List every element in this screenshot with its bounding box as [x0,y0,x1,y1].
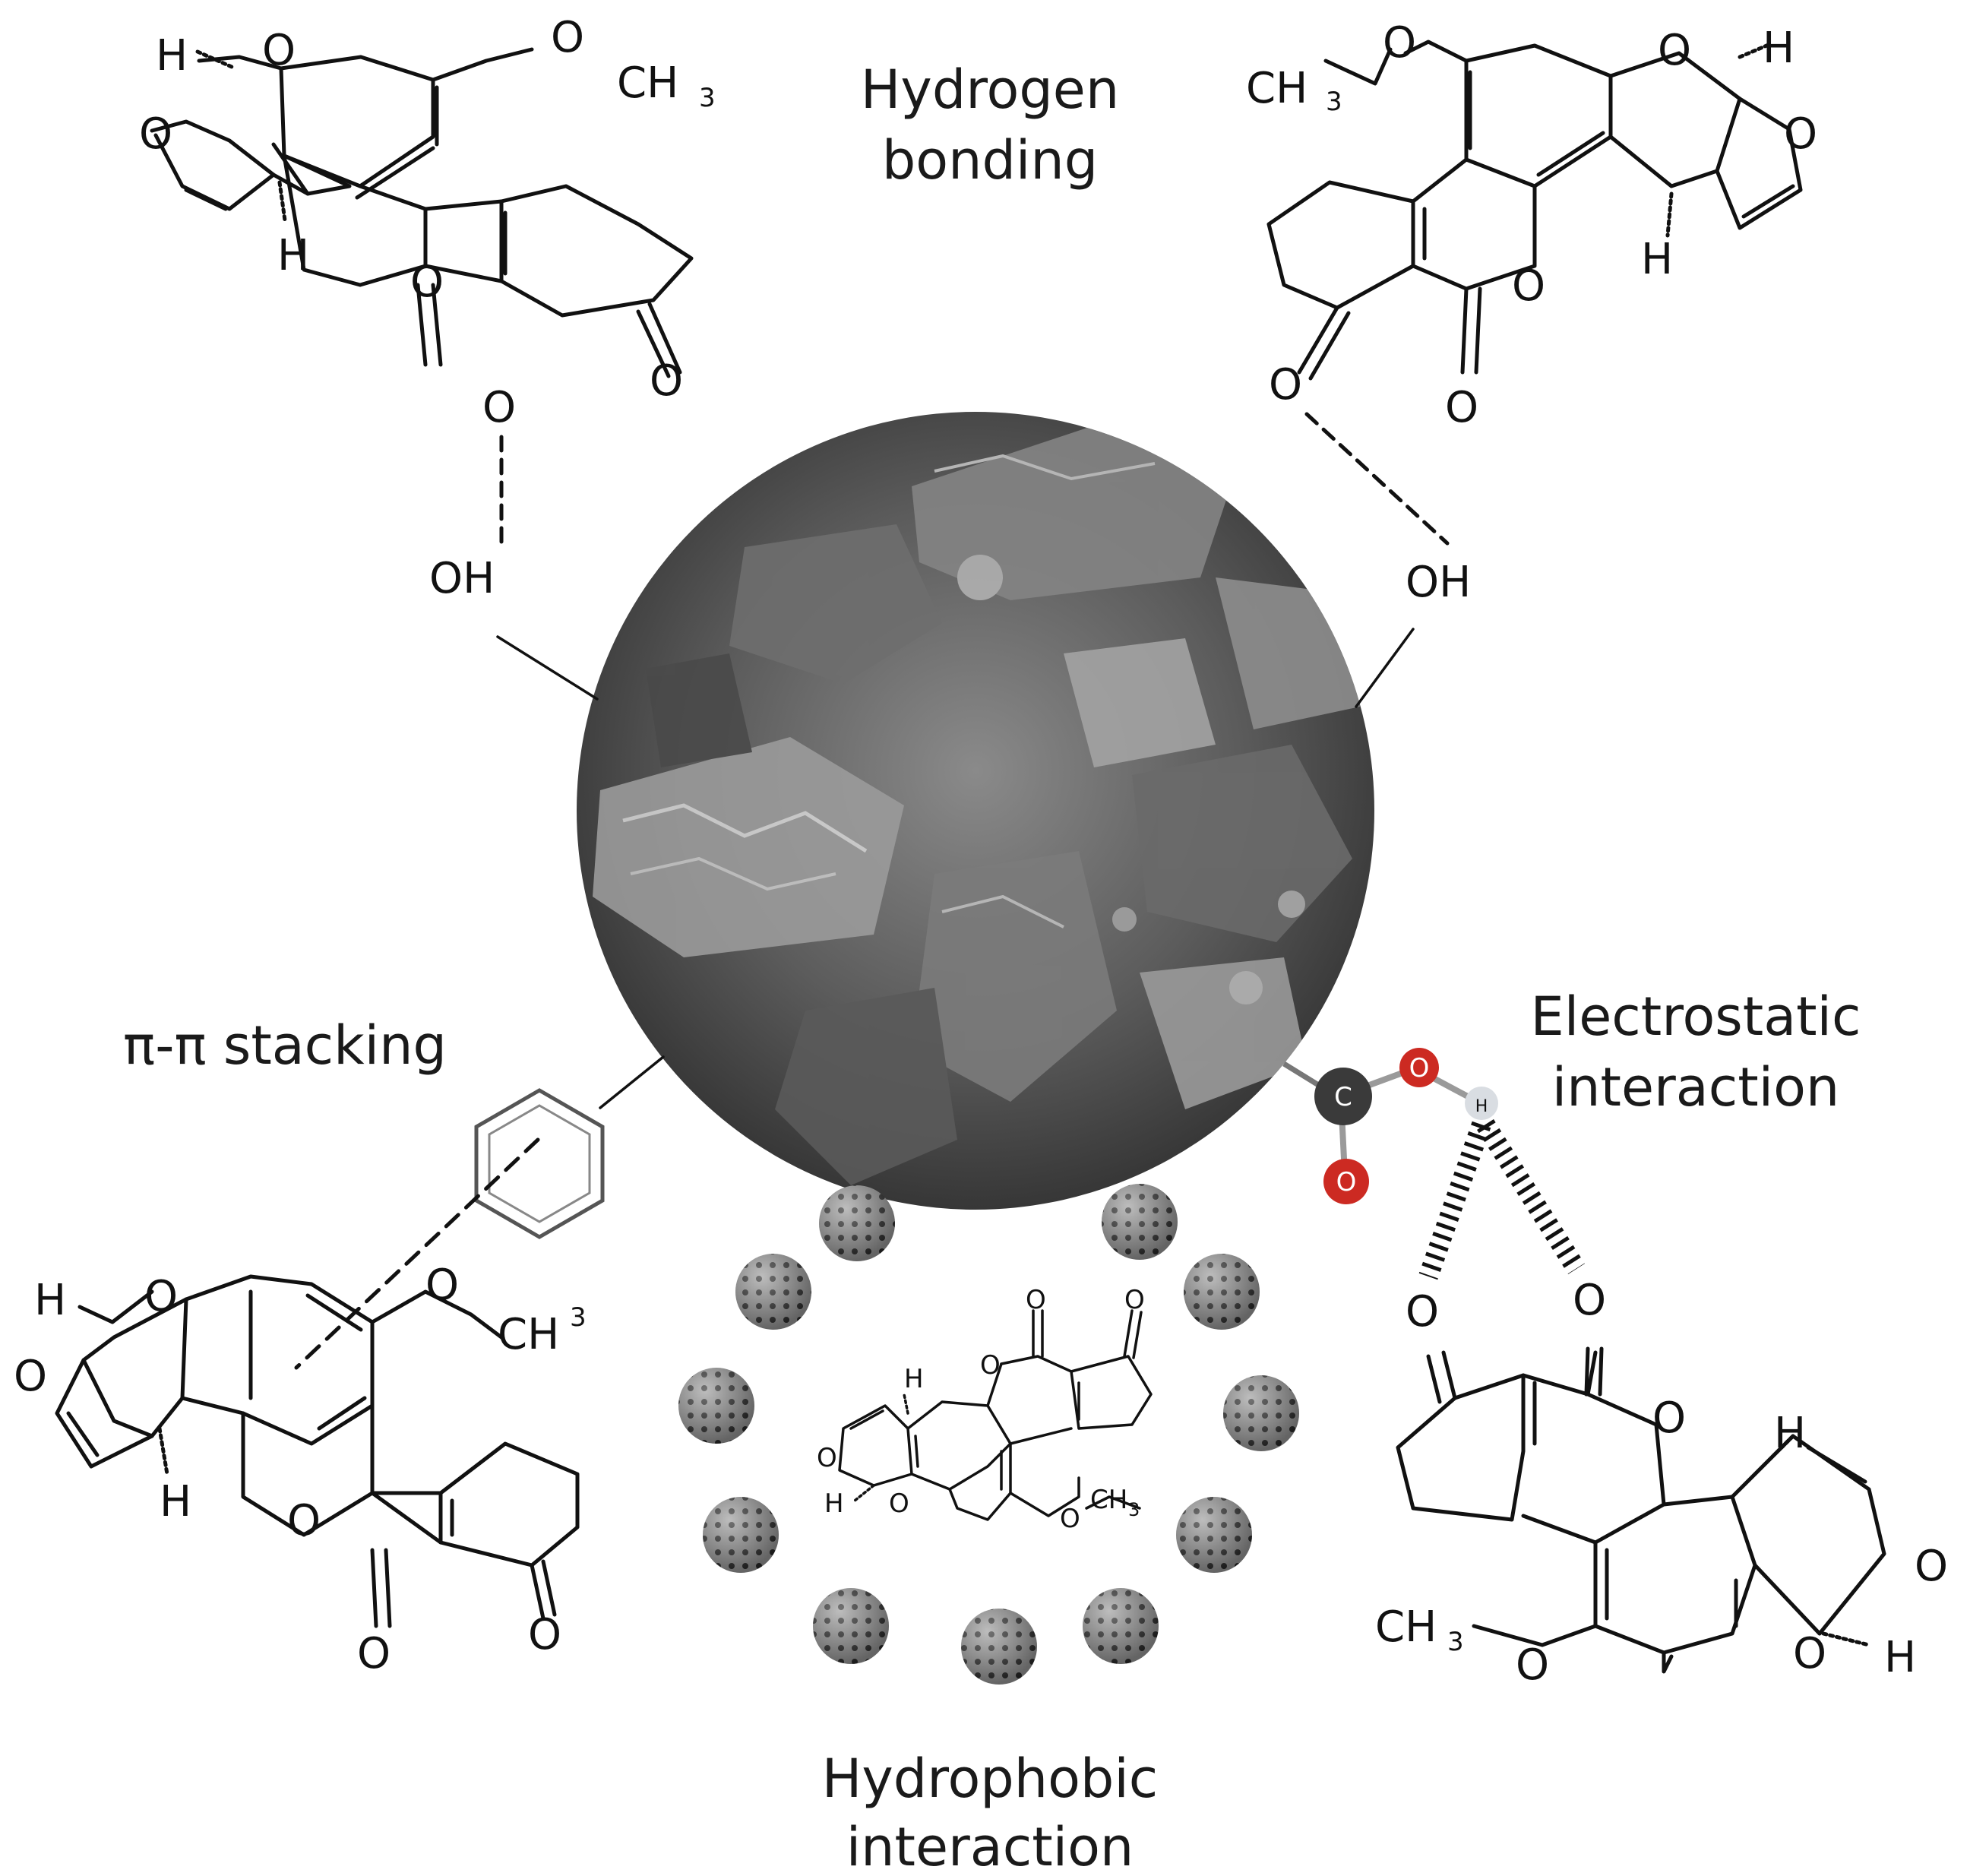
atom-h: H [1884,1633,1916,1682]
hydrogen-atom [1465,1087,1498,1120]
hydrogen-label: H [1475,1097,1488,1116]
atom-h: H [1641,235,1673,284]
atom-o: O [482,383,516,432]
aflatoxin-molecule-top-right: CH 3 O O H O H O O O [1246,18,1817,432]
atom-o: O [144,1272,178,1321]
benzene-ring [474,1088,605,1239]
aflatoxin-molecule-top-left: H O O H O CH 3 O O O [139,13,716,432]
atom-o: O [1026,1285,1046,1315]
hydrophobic-sphere [961,1609,1037,1685]
methyl-group: CH [1246,64,1308,113]
methyl-subscript: 3 [699,83,716,113]
methyl-subscript: 3 [1326,87,1342,117]
atom-h: H [34,1276,66,1325]
methyl-superscript: 3 [570,1302,587,1333]
atom-o: O [889,1488,909,1519]
atom-o: O [14,1352,47,1401]
hydrophobic-spheres [678,1184,1299,1685]
atom-o: O [650,356,683,406]
hydrogen-bonding-label-line2: bonding [882,129,1098,191]
oxygen-atom-double [1323,1159,1369,1204]
hydrophobic-sphere [678,1368,754,1444]
methyl-group: CH [498,1310,559,1359]
carboxyl-group-model: C O H O [1314,1048,1498,1204]
atom-h: H [1774,1409,1806,1458]
electrostatic-label-line1: Electrostatic [1531,985,1861,1048]
atom-o: O [551,13,584,62]
connector-upper-right [1355,628,1415,708]
atom-o: O [139,109,172,159]
hydroxyl-left: OH [429,554,495,603]
atom-o: O [287,1496,321,1545]
aflatoxin-molecule-bottom-left: H O O H O CH 3 O O O [14,1261,587,1678]
atom-o: O [980,1350,1001,1381]
oxygen-label: O [1336,1167,1357,1197]
hydrophobic-sphere [813,1588,889,1664]
atom-o: O [1124,1285,1145,1315]
carbon-atom [1314,1068,1372,1125]
atom-o: O [357,1629,391,1678]
atom-o: O [817,1443,837,1473]
aflatoxin-molecule-center: O O O H O H O O CH 3 [817,1285,1153,1534]
atom-o: O [528,1610,561,1659]
hydrophobic-label-line2: interaction [846,1816,1134,1876]
atom-o: O [1269,360,1302,410]
hydrogen-bonding-label-line1: Hydrogen [861,59,1119,121]
atom-h: H [824,1488,844,1519]
atom-o: O [1516,1640,1549,1690]
oxygen-label: O [1409,1053,1430,1084]
hydrophobic-sphere [1176,1497,1252,1573]
electrostatic-dashes [1418,1119,1585,1280]
hydrophobic-sphere [819,1185,895,1261]
hydrophobic-sphere [1184,1254,1260,1330]
methyl-group: CH [617,59,678,108]
connector-lower-left [599,1055,665,1109]
atom-o: O [1060,1504,1080,1534]
atom-o: O [1652,1394,1686,1443]
sem-micrograph [577,412,1374,1210]
hydrophobic-sphere [1223,1375,1299,1451]
oxygen-atom [1399,1048,1439,1087]
pi-stacking-label: π-π stacking [123,1014,447,1077]
pi-stacking-dashes [294,1137,540,1370]
connector-upper-left [496,635,599,701]
methyl-group: CH [1090,1485,1127,1515]
methyl-subscript: 3 [1447,1627,1464,1657]
atom-o: O [1383,18,1416,68]
methyl-subscript: 3 [1128,1499,1140,1520]
atom-o: O [1793,1629,1826,1678]
atom-o: O [262,26,296,75]
atom-o: O [1445,383,1478,432]
atom-o: O [1512,261,1545,311]
atom-o: O [410,258,444,307]
atom-h: H [156,31,188,81]
hydrophobic-sphere [1083,1588,1159,1664]
electrostatic-label-line2: interaction [1552,1056,1840,1118]
atom-o: O [1406,1287,1439,1337]
carbon-label: C [1334,1082,1352,1112]
atom-h: H [160,1477,191,1526]
methyl-group: CH [1375,1602,1437,1652]
atom-o: O [1658,26,1691,75]
atom-o: O [1573,1276,1606,1325]
atom-h: H [1763,24,1795,73]
hydrophobic-sphere [1102,1184,1178,1260]
atom-o: O [1784,109,1817,159]
atom-o: O [425,1261,459,1310]
aflatoxin-molecule-bottom-right: O O O H O O H O CH 3 [1375,1276,1948,1690]
hydrophobic-sphere [703,1497,779,1573]
hydrophobic-label-line1: Hydrophobic [822,1748,1159,1810]
atom-h: H [904,1364,924,1394]
atom-o: O [1915,1542,1948,1591]
hbond-right-dashes [1304,412,1450,546]
hydrophobic-sphere [735,1254,811,1330]
hydroxyl-right: OH [1406,558,1471,607]
atom-h: H [277,231,309,280]
